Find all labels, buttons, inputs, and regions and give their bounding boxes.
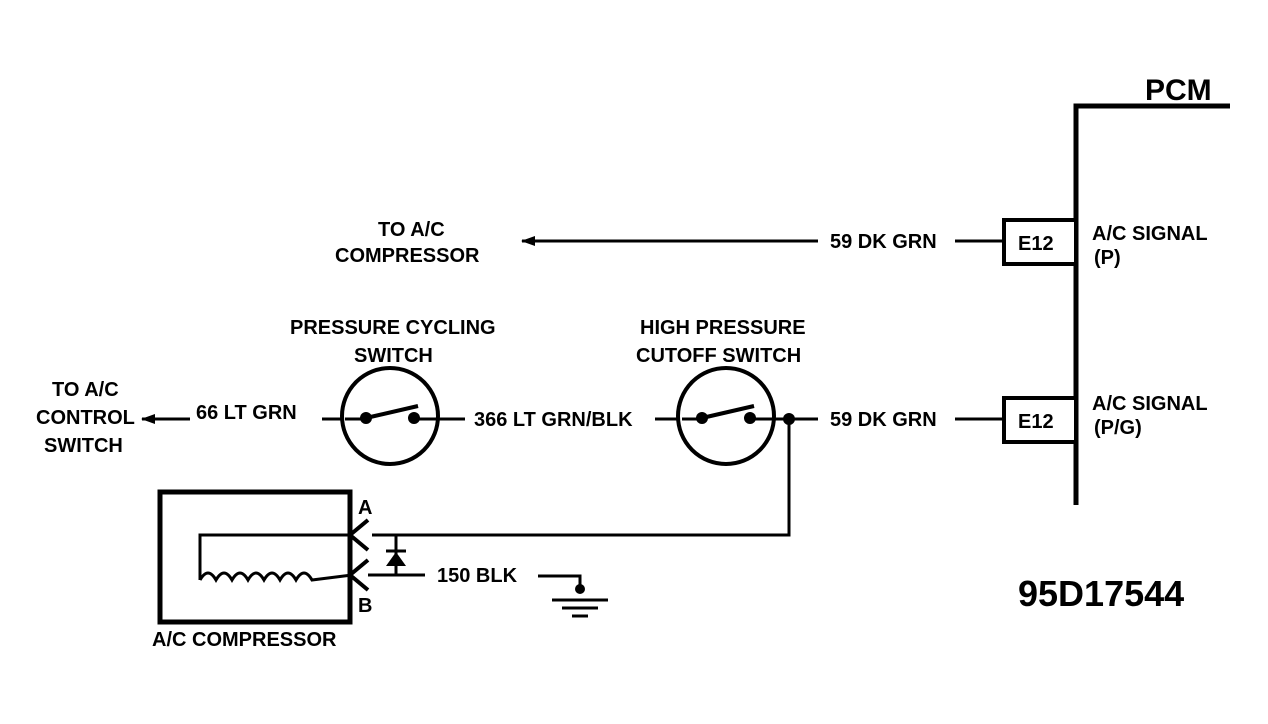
- high-pressure-cutoff-switch: HIGH PRESSURE CUTOFF SWITCH: [636, 317, 806, 466]
- high-pressure-label-line2: CUTOFF SWITCH: [636, 345, 801, 367]
- ground-splice-dot: [575, 584, 585, 594]
- pcm-module: PCM: [1073, 74, 1230, 505]
- destination-control-line2: CONTROL: [36, 407, 135, 429]
- coil-lead-a: [198, 533, 352, 580]
- destination-compressor-line2: COMPRESSOR: [335, 245, 480, 267]
- pressure-cycling-switch-body: [340, 366, 440, 466]
- pcm-pin-top: E12 A/C SIGNAL (P): [1002, 218, 1208, 269]
- connector-e12-bottom: [1002, 396, 1078, 444]
- terminal-a-label: A: [358, 497, 372, 519]
- compressor-body: [157, 489, 353, 625]
- ground-circuit: 150 BLK: [368, 565, 608, 618]
- pin-signal-top-line1: A/C SIGNAL: [1092, 223, 1208, 245]
- wire-label-bottom-dk-grn: 59 DK GRN: [830, 409, 937, 431]
- pressure-cycling-switch: PRESSURE CYCLING SWITCH: [290, 317, 496, 466]
- connector-label-top: E12: [1018, 233, 1054, 255]
- pin-signal-top-line2: (P): [1094, 247, 1121, 269]
- pin-signal-bottom-line2: (P/G): [1094, 417, 1142, 439]
- wire-label-ground-blk: 150 BLK: [437, 565, 518, 587]
- terminal-b-label: B: [358, 595, 372, 617]
- ac-compressor: A B A/C COMPRESSOR: [152, 489, 372, 651]
- hps-blade: [701, 404, 755, 420]
- terminal-b-connector: [346, 558, 370, 592]
- high-pressure-switch-body: [676, 366, 776, 466]
- compressor-label: A/C COMPRESSOR: [152, 629, 337, 651]
- pcs-blade: [365, 404, 419, 420]
- clutch-coil: [198, 571, 353, 584]
- pcm-title: PCM: [1145, 74, 1212, 107]
- diode-symbol: [386, 552, 406, 566]
- figure-id: 95D17544: [1018, 573, 1184, 614]
- wire-label-lt-grn: 66 LT GRN: [196, 402, 297, 424]
- wire-label-top-dk-grn: 59 DK GRN: [830, 231, 937, 253]
- pin-signal-bottom-line1: A/C SIGNAL: [1092, 393, 1208, 415]
- pcm-pin-bottom: E12 A/C SIGNAL (P/G): [1002, 393, 1208, 444]
- hps-contact-right: [744, 412, 756, 424]
- circuit-switch-chain: 59 DK GRN 366 LT GRN/BLK 66 LT GRN TO A/…: [36, 379, 1004, 457]
- pressure-cycling-label-line1: PRESSURE CYCLING: [290, 317, 496, 339]
- pressure-cycling-label-line2: SWITCH: [354, 345, 433, 367]
- wire-feed-to-terminal-a: [372, 419, 791, 537]
- connector-label-bottom: E12: [1018, 411, 1054, 433]
- compressor-feed: [372, 413, 795, 537]
- wire-to-ground: [538, 574, 582, 590]
- destination-compressor-line1: TO A/C: [378, 219, 445, 241]
- destination-control-line3: SWITCH: [44, 435, 123, 457]
- pcs-contact-right: [408, 412, 420, 424]
- terminal-a-connector: [346, 518, 370, 552]
- circuit-to-compressor: 59 DK GRN TO A/C COMPRESSOR: [335, 219, 1004, 267]
- suppression-diode: [386, 535, 406, 575]
- destination-control-line1: TO A/C: [52, 379, 119, 401]
- wire-label-lt-grn-blk: 366 LT GRN/BLK: [474, 409, 633, 431]
- pcm-housing-line: [1073, 103, 1230, 505]
- high-pressure-label-line1: HIGH PRESSURE: [640, 317, 806, 339]
